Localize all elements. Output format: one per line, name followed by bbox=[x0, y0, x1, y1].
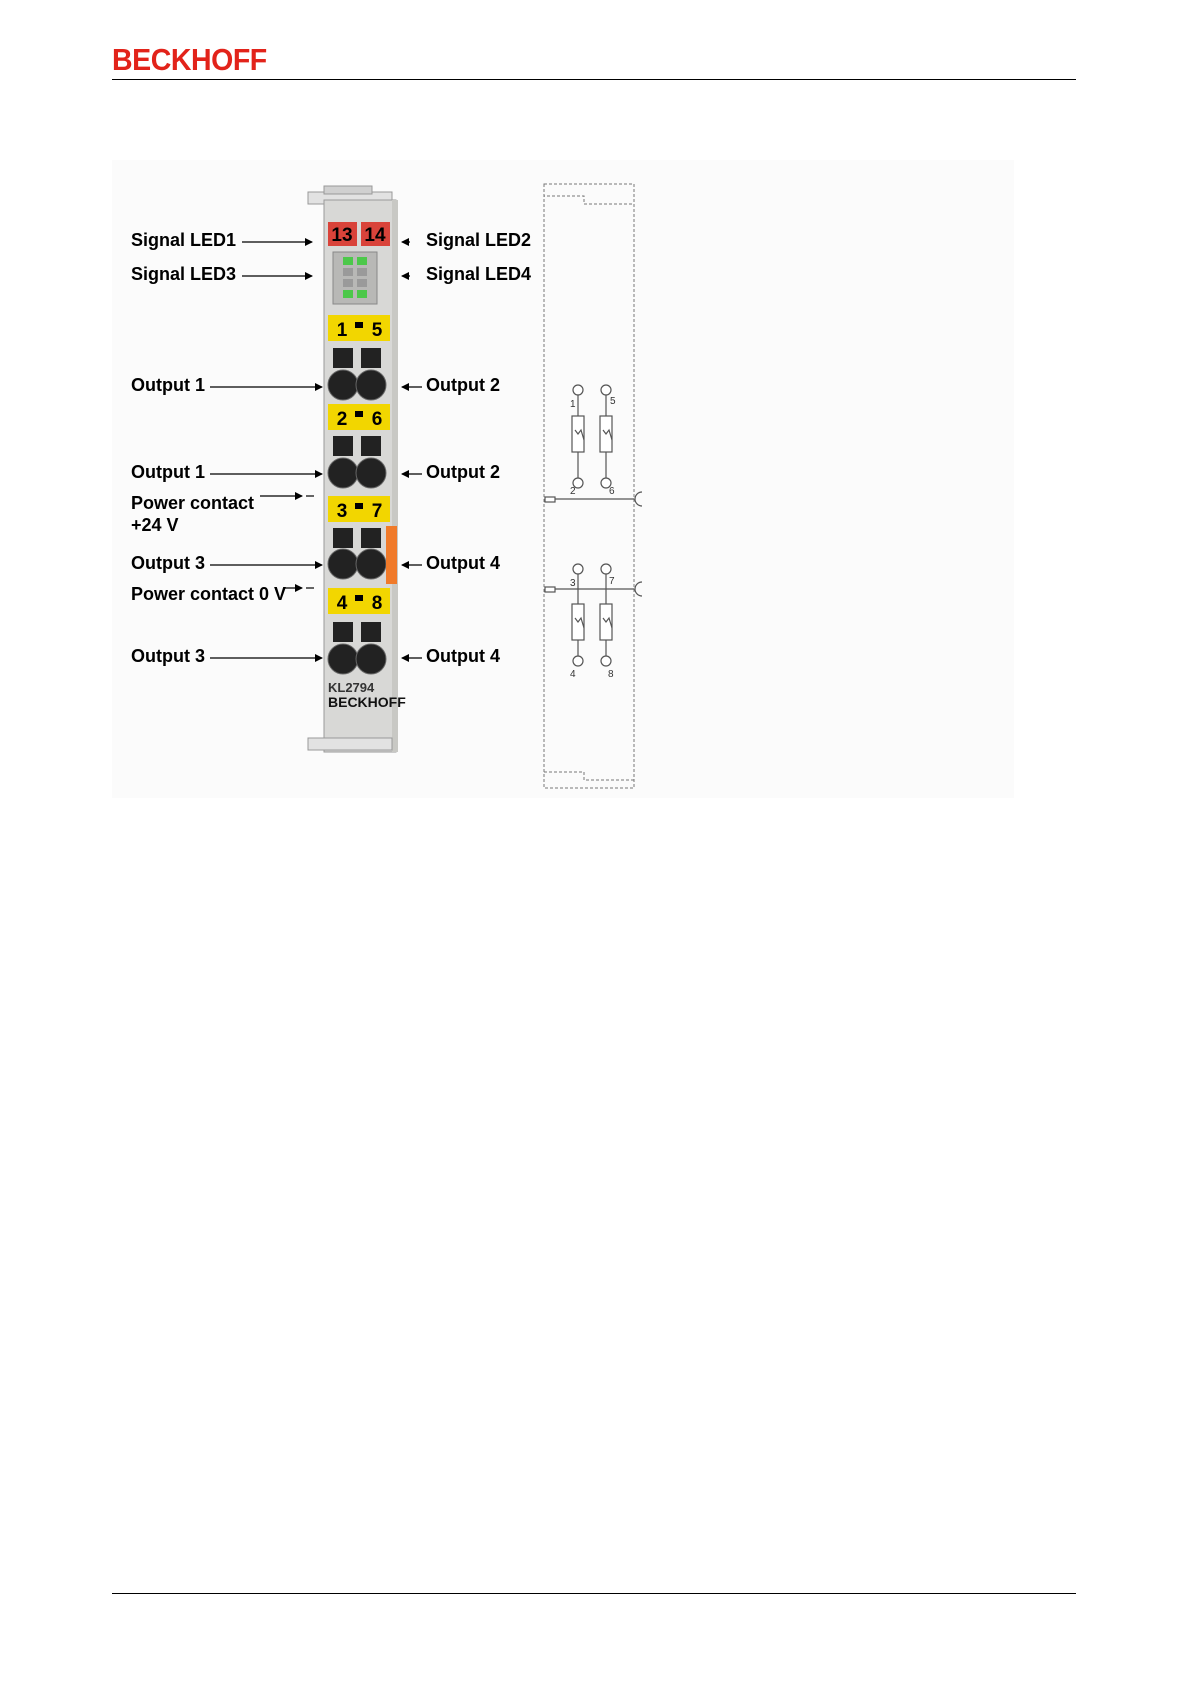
schematic-power-rail-0v bbox=[545, 582, 642, 596]
svg-text:7: 7 bbox=[372, 501, 383, 522]
terminal-brand: BECKHOFF bbox=[328, 694, 406, 710]
spring-contact-8 bbox=[356, 644, 386, 674]
svg-text:6: 6 bbox=[372, 409, 383, 430]
svg-text:+24 V: +24 V bbox=[131, 515, 179, 535]
header-rule bbox=[112, 79, 1076, 80]
spring-contact-6 bbox=[356, 458, 386, 488]
connection-diagram: 13 14 1 5 2 6 bbox=[112, 160, 1014, 798]
terminal-bottom-clip bbox=[308, 738, 392, 750]
svg-text:Power contact: Power contact bbox=[131, 493, 254, 513]
signal-led3 bbox=[343, 290, 353, 298]
svg-text:5: 5 bbox=[372, 320, 383, 341]
signal-led2 bbox=[357, 257, 367, 265]
led-window bbox=[333, 252, 377, 304]
schematic-channels-1-2 bbox=[572, 385, 612, 488]
svg-text:2: 2 bbox=[337, 409, 348, 430]
spring-contact-2 bbox=[328, 458, 358, 488]
svg-text:13: 13 bbox=[331, 225, 352, 246]
schematic-diagram bbox=[544, 184, 634, 788]
svg-text:Output 2: Output 2 bbox=[426, 375, 500, 395]
beckhoff-logo: BECKHOFF bbox=[112, 44, 267, 75]
power-contact-indicator bbox=[386, 526, 397, 584]
right-labels: Signal LED2 Signal LED4 Output 2 Output … bbox=[402, 230, 531, 666]
svg-text:Signal LED1: Signal LED1 bbox=[131, 230, 236, 250]
svg-text:8: 8 bbox=[608, 669, 614, 680]
svg-text:Output 3: Output 3 bbox=[131, 646, 205, 666]
svg-text:6: 6 bbox=[609, 486, 615, 497]
svg-text:Output 4: Output 4 bbox=[426, 553, 500, 573]
svg-text:3: 3 bbox=[570, 578, 576, 589]
terminal-model: KL2794 bbox=[328, 680, 375, 695]
spring-contact-1 bbox=[328, 370, 358, 400]
svg-text:4: 4 bbox=[570, 669, 576, 680]
spring-contact-3 bbox=[328, 549, 358, 579]
svg-text:Signal LED4: Signal LED4 bbox=[426, 264, 531, 284]
svg-text:Signal LED3: Signal LED3 bbox=[131, 264, 236, 284]
footer-rule bbox=[112, 1593, 1076, 1594]
schematic-channels-3-4 bbox=[572, 564, 612, 666]
spring-contact-4 bbox=[328, 644, 358, 674]
svg-text:14: 14 bbox=[364, 225, 386, 246]
svg-text:2: 2 bbox=[570, 486, 576, 497]
svg-text:Output 4: Output 4 bbox=[426, 646, 500, 666]
signal-led4 bbox=[357, 290, 367, 298]
svg-text:8: 8 bbox=[372, 593, 383, 614]
svg-text:Output 1: Output 1 bbox=[131, 375, 205, 395]
spring-contact-5 bbox=[356, 370, 386, 400]
svg-text:Power contact 0 V: Power contact 0 V bbox=[131, 584, 286, 604]
svg-text:1: 1 bbox=[337, 320, 348, 341]
svg-text:Output 2: Output 2 bbox=[426, 462, 500, 482]
svg-text:4: 4 bbox=[337, 593, 348, 614]
svg-text:7: 7 bbox=[609, 576, 615, 587]
schematic-power-rail-24v bbox=[545, 492, 642, 506]
left-labels: Signal LED1 Signal LED3 Output 1 Output … bbox=[131, 230, 322, 666]
connection-diagram-figure: 13 14 1 5 2 6 bbox=[112, 160, 1014, 798]
svg-text:5: 5 bbox=[610, 396, 616, 407]
svg-text:Signal LED2: Signal LED2 bbox=[426, 230, 531, 250]
svg-text:Output 3: Output 3 bbox=[131, 553, 205, 573]
svg-text:1: 1 bbox=[570, 399, 576, 410]
kl2794-terminal: 13 14 1 5 2 6 bbox=[308, 186, 406, 752]
svg-text:Output 1: Output 1 bbox=[131, 462, 205, 482]
svg-text:3: 3 bbox=[337, 501, 348, 522]
signal-led1 bbox=[343, 257, 353, 265]
spring-contact-7 bbox=[356, 549, 386, 579]
